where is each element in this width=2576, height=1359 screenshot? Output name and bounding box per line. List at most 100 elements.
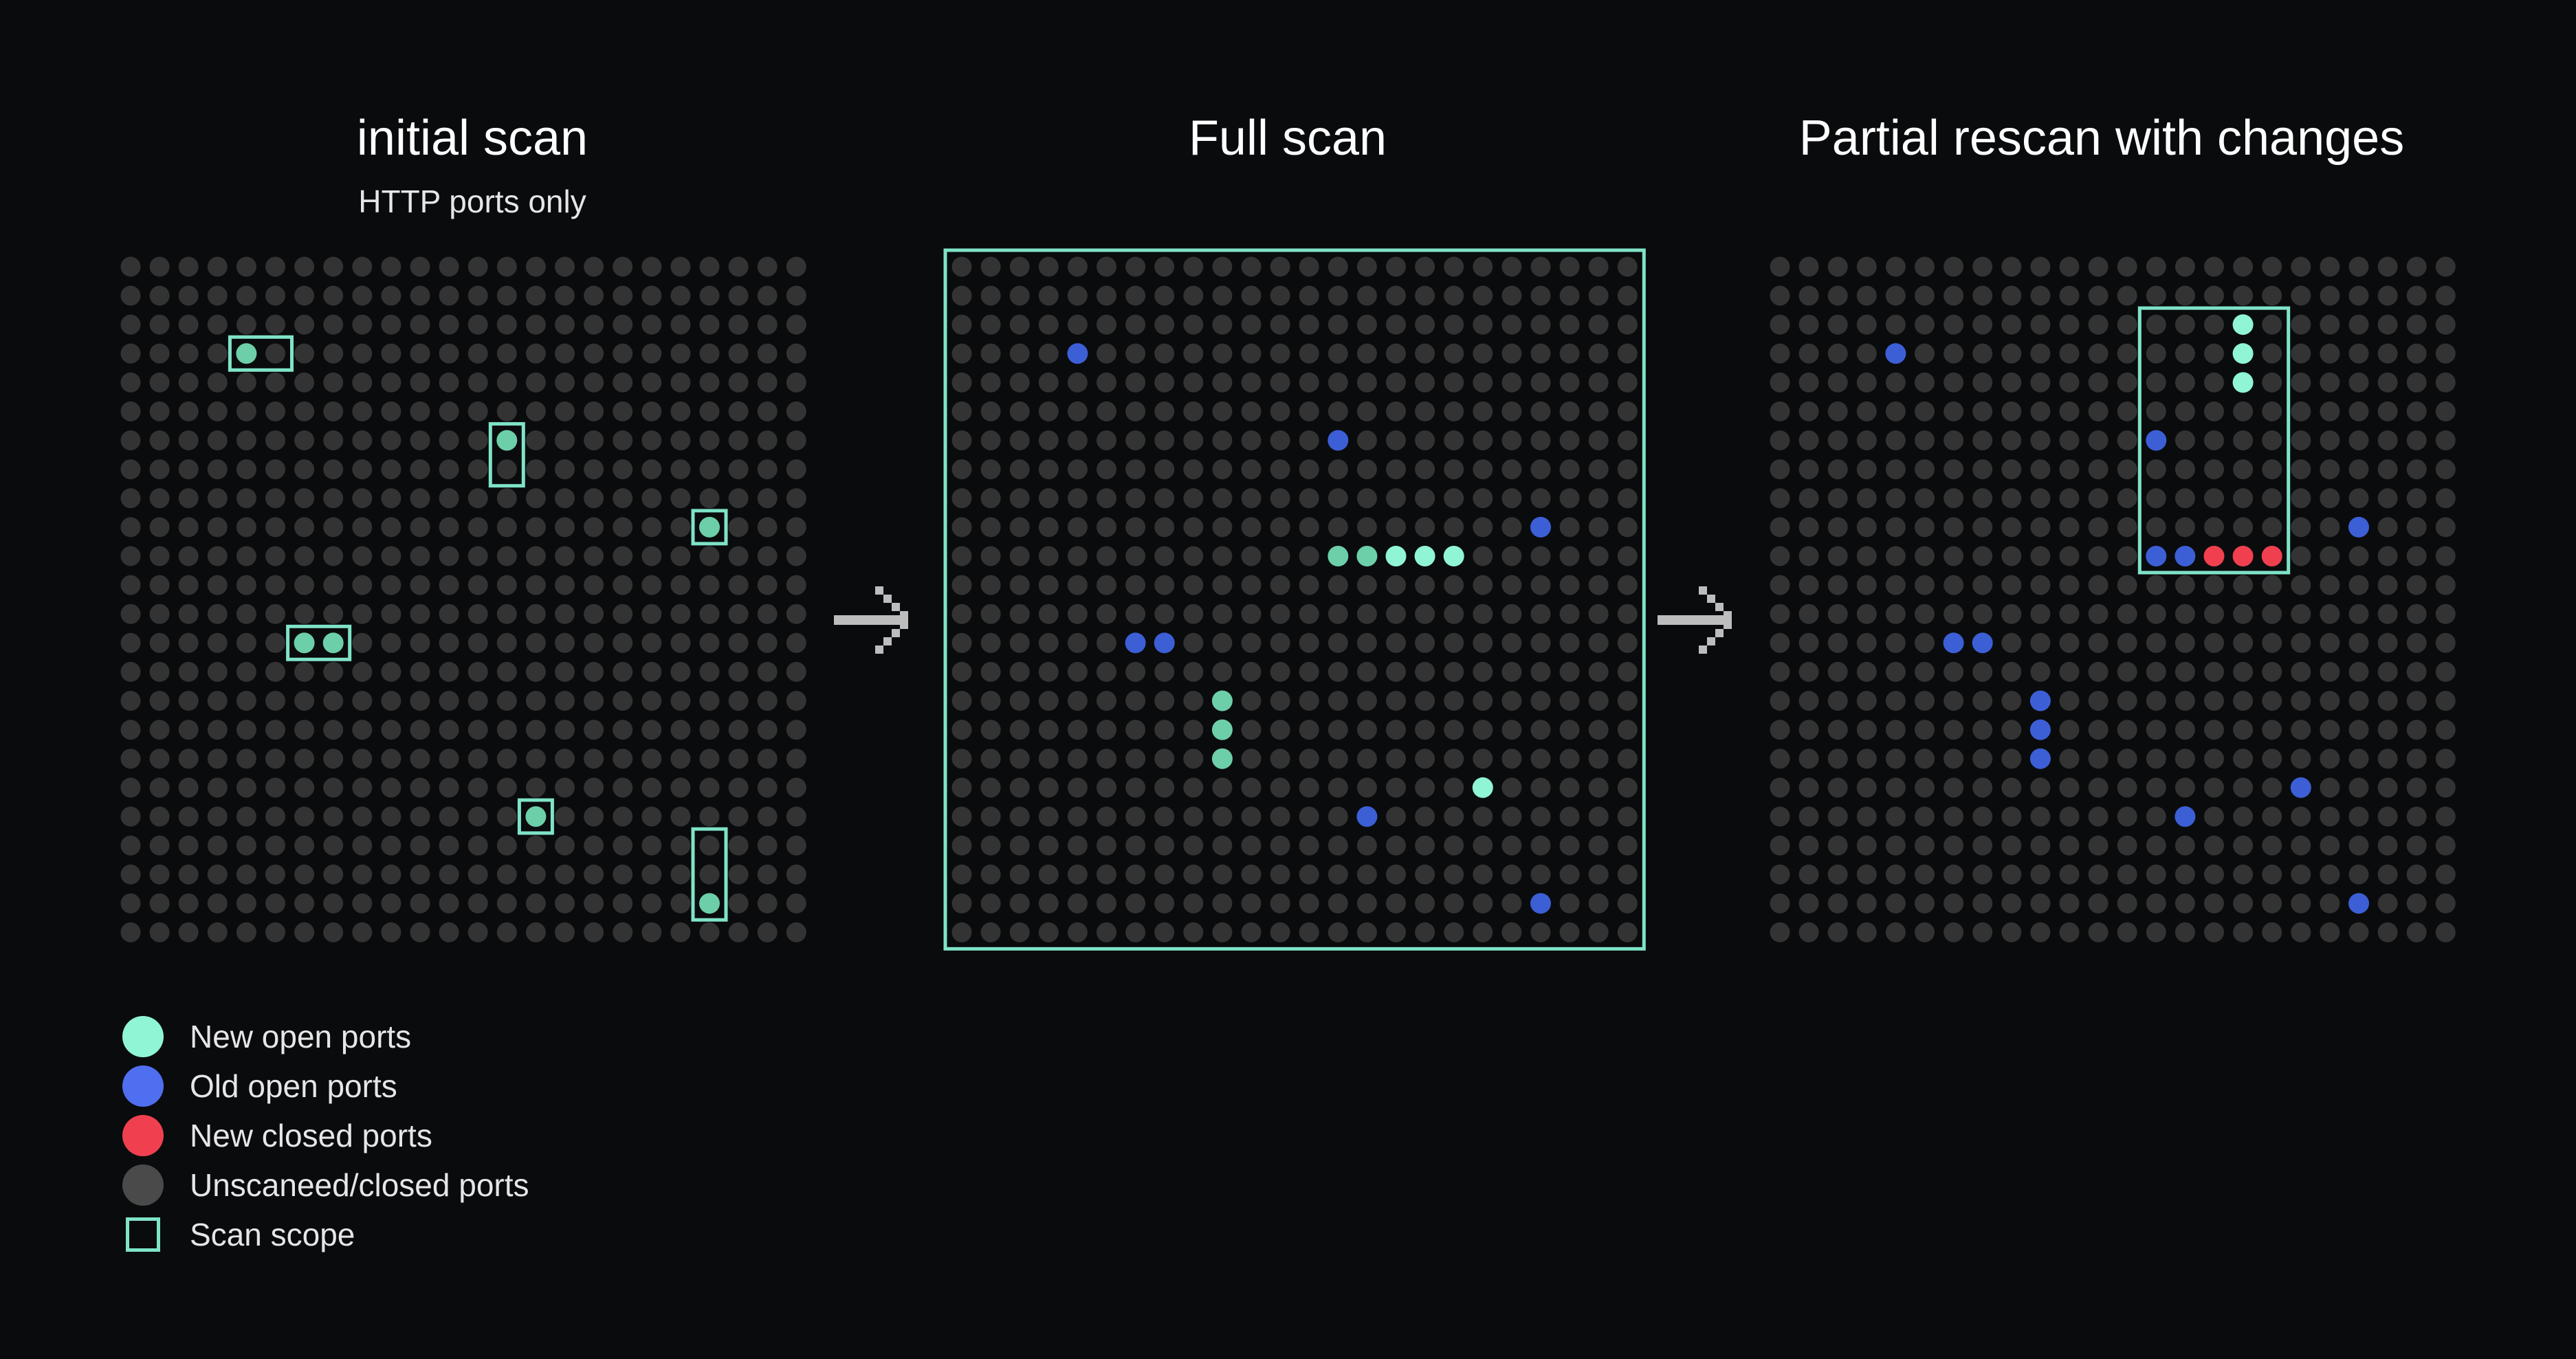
port-dot [2348,546,2369,566]
port-dot [1183,401,1204,421]
port-dot [670,691,691,711]
port-dot [1559,749,1580,769]
port-dot [2320,343,2340,364]
port-dot [1386,372,1406,393]
port-dot [1885,372,1906,393]
port-dot [1501,777,1522,798]
port-dot [951,372,972,393]
port-dot [120,632,141,653]
port-dot [2117,720,2137,740]
port-dot [207,488,228,509]
port-dot [1770,285,1790,306]
port-dot [381,372,401,393]
port-dot [1501,256,1522,277]
port-dot [2291,661,2311,682]
port-dot [1038,922,1059,942]
port-dot [1798,343,1819,364]
port-dot [439,256,459,277]
port-dot [728,835,749,856]
port-dot [496,575,517,595]
port-dot [467,806,488,827]
port-dot [1038,401,1059,421]
port-dot [555,459,575,480]
port-dot [1944,285,1964,306]
port-dot [525,285,546,306]
scan-scope-box [286,624,352,661]
port-dot [149,661,170,682]
port-dot [786,749,806,769]
port-dot [2291,256,2311,277]
port-dot [265,922,285,942]
port-dot [467,285,488,306]
port-dot [178,546,199,566]
port-dot [1473,806,1493,827]
port-dot [1270,343,1290,364]
port-dot [1885,314,1906,335]
port-dot [2059,922,2080,942]
port-dot [1885,720,1906,740]
port-dot [2291,632,2311,653]
port-dot [584,575,604,595]
port-dot [1827,893,1848,914]
port-dot [381,343,401,364]
port-dot [1038,835,1059,856]
port-dot [613,401,633,421]
port-dot [1798,517,1819,538]
port-dot [1097,893,1116,914]
port-dot [2146,343,2166,364]
port-dot [178,864,199,885]
legend: New open ports Old open ports New closed… [122,1012,529,1259]
port-dot [699,575,720,595]
port-dot [980,285,1001,306]
port-dot [1588,256,1609,277]
port-dot [786,488,806,509]
port-dot [178,285,199,306]
legend-label: New closed ports [190,1118,432,1153]
port-dot [1972,488,1993,509]
port-dot [1212,546,1233,566]
port-dot [2291,691,2311,711]
port-dot [1444,459,1464,480]
port-dot [2291,575,2311,595]
port-dot [265,720,285,740]
port-dot [2320,401,2340,421]
port-dot [2291,401,2311,421]
port-dot [2435,661,2456,682]
port-dot [2204,922,2224,942]
port-dot [1915,285,1935,306]
panel-title-initial: initial scan [356,111,588,166]
port-dot [1183,517,1204,538]
port-dot [2146,864,2166,885]
port-dot [1501,517,1522,538]
port-dot-old-open [1328,430,1349,451]
port-dot [2117,546,2137,566]
port-dot [1009,922,1030,942]
port-dot [584,720,604,740]
port-dot [2059,806,2080,827]
port-dot [1444,632,1464,653]
port-dot [439,430,459,451]
port-dot [1827,691,1848,711]
port-dot [2348,604,2369,624]
port-dot [699,835,720,856]
port-dot [2117,430,2137,451]
port-dot [2233,749,2254,769]
port-dot [555,691,575,711]
port-dot [1009,720,1030,740]
port-dot [1501,285,1522,306]
port-dot [670,517,691,538]
port-dot [120,459,141,480]
port-dot [439,285,459,306]
port-dot [2377,575,2398,595]
port-dot [2204,835,2224,856]
port-dot [207,632,228,653]
port-dot [2175,777,2195,798]
port-dot [265,661,285,682]
port-dot [641,604,662,624]
port-dot [2291,546,2311,566]
port-dot [294,661,315,682]
port-dot [1356,517,1377,538]
port-dot [1183,314,1204,335]
port-dot [1009,835,1030,856]
port-dot [2377,864,2398,885]
